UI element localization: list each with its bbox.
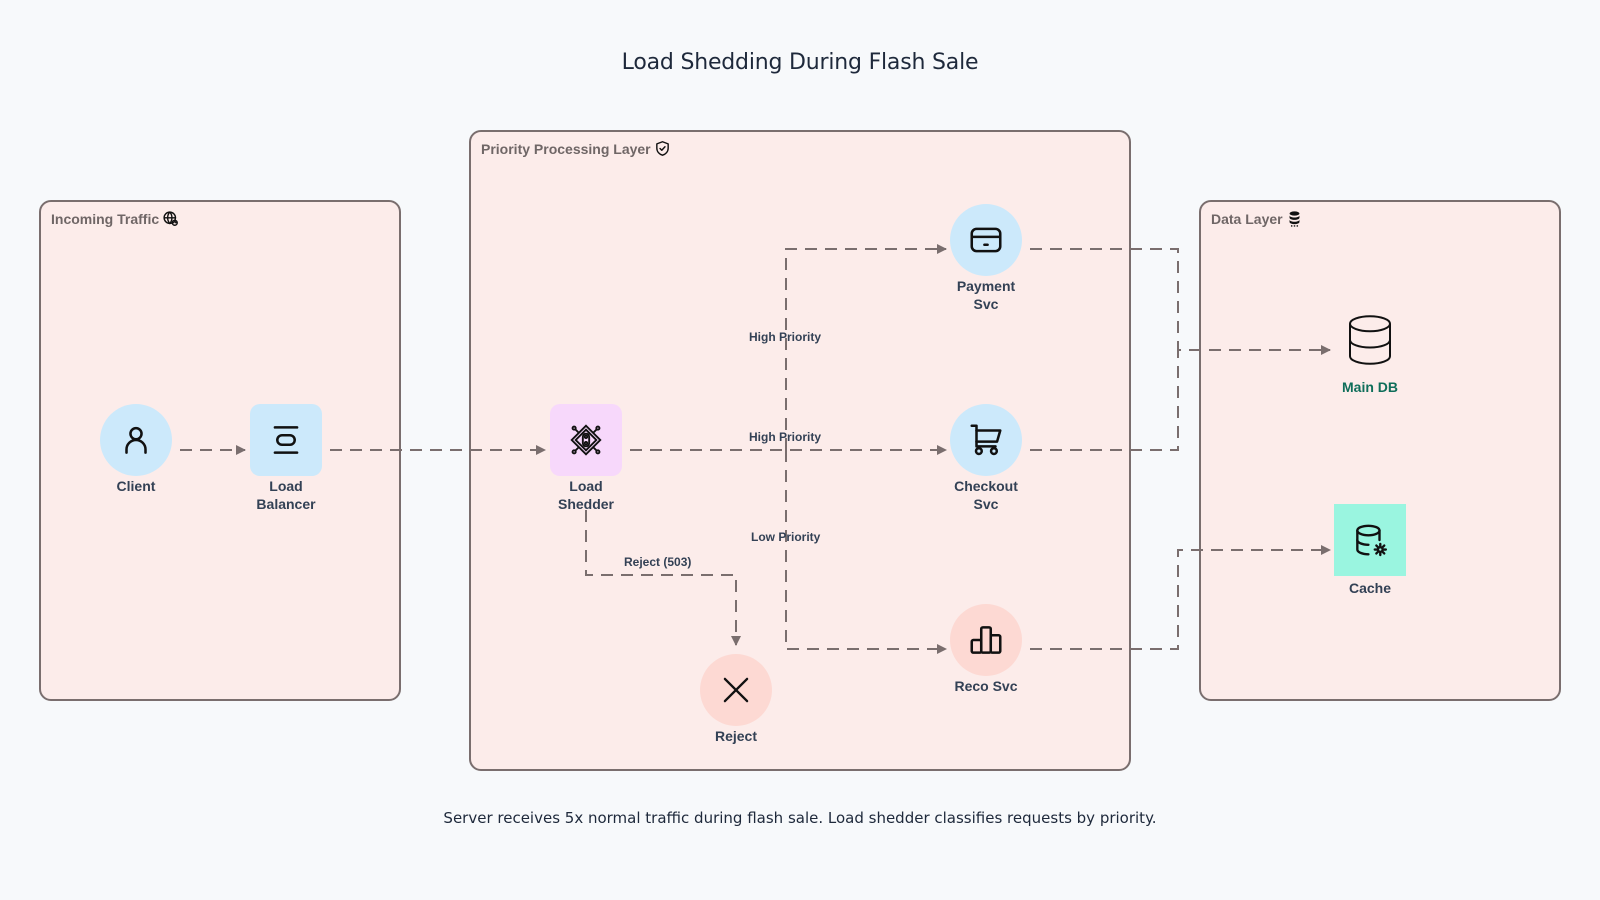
shopping-cart-icon (970, 424, 1002, 456)
node-label: Client (116, 478, 156, 494)
network-diamond-icon (570, 424, 602, 456)
bar-chart-icon (970, 626, 1002, 654)
node-checkout-svc[interactable] (950, 404, 1022, 476)
shield-check-icon (655, 141, 669, 156)
node-cache[interactable] (1334, 504, 1406, 576)
edge-label-low-priority-reco: Low Priority (751, 530, 821, 544)
node-main-db[interactable] (1334, 304, 1406, 376)
database-cylinder-icon (1349, 315, 1391, 365)
node-label: Load Shedder (557, 478, 614, 512)
user-icon (125, 426, 147, 454)
node-load-balancer[interactable] (250, 404, 322, 476)
diagram-title: Load Shedding During Flash Sale (621, 50, 979, 75)
group-label: Data Layer (1211, 210, 1303, 227)
node-client[interactable] (100, 404, 172, 476)
x-icon (723, 677, 749, 703)
node-payment-svc[interactable] (950, 204, 1022, 276)
node-reject[interactable] (700, 654, 772, 726)
node-reco-svc[interactable] (950, 604, 1022, 676)
globe-icon (163, 211, 179, 226)
node-label: Main DB (1342, 379, 1398, 395)
database-gear-icon (1356, 524, 1388, 557)
node-label: Load Balancer (256, 478, 316, 512)
edge-label-high-priority-payment: High Priority (749, 330, 822, 344)
edge-label-high-priority-checkout: High Priority (749, 430, 822, 444)
edge-label-reject-503: Reject (503) (624, 555, 692, 569)
group-label: Priority Processing Layer (481, 140, 671, 157)
group-label: Incoming Traffic (51, 210, 179, 227)
group-data-layer: Data Layer (1199, 200, 1561, 701)
node-load-shedder[interactable] (550, 404, 622, 476)
node-label: Reco Svc (954, 678, 1018, 694)
node-label: Checkout Svc (954, 478, 1018, 512)
database-icon (1289, 211, 1300, 227)
diagram-caption: Server receives 5x normal traffic during… (443, 809, 1157, 827)
node-label: Cache (1348, 580, 1392, 596)
group-incoming-traffic: Incoming Traffic (39, 200, 401, 701)
node-label: Payment Svc (956, 278, 1016, 312)
credit-card-icon (970, 227, 1002, 253)
node-label: Reject (714, 728, 758, 744)
load-balancer-icon (273, 426, 299, 454)
